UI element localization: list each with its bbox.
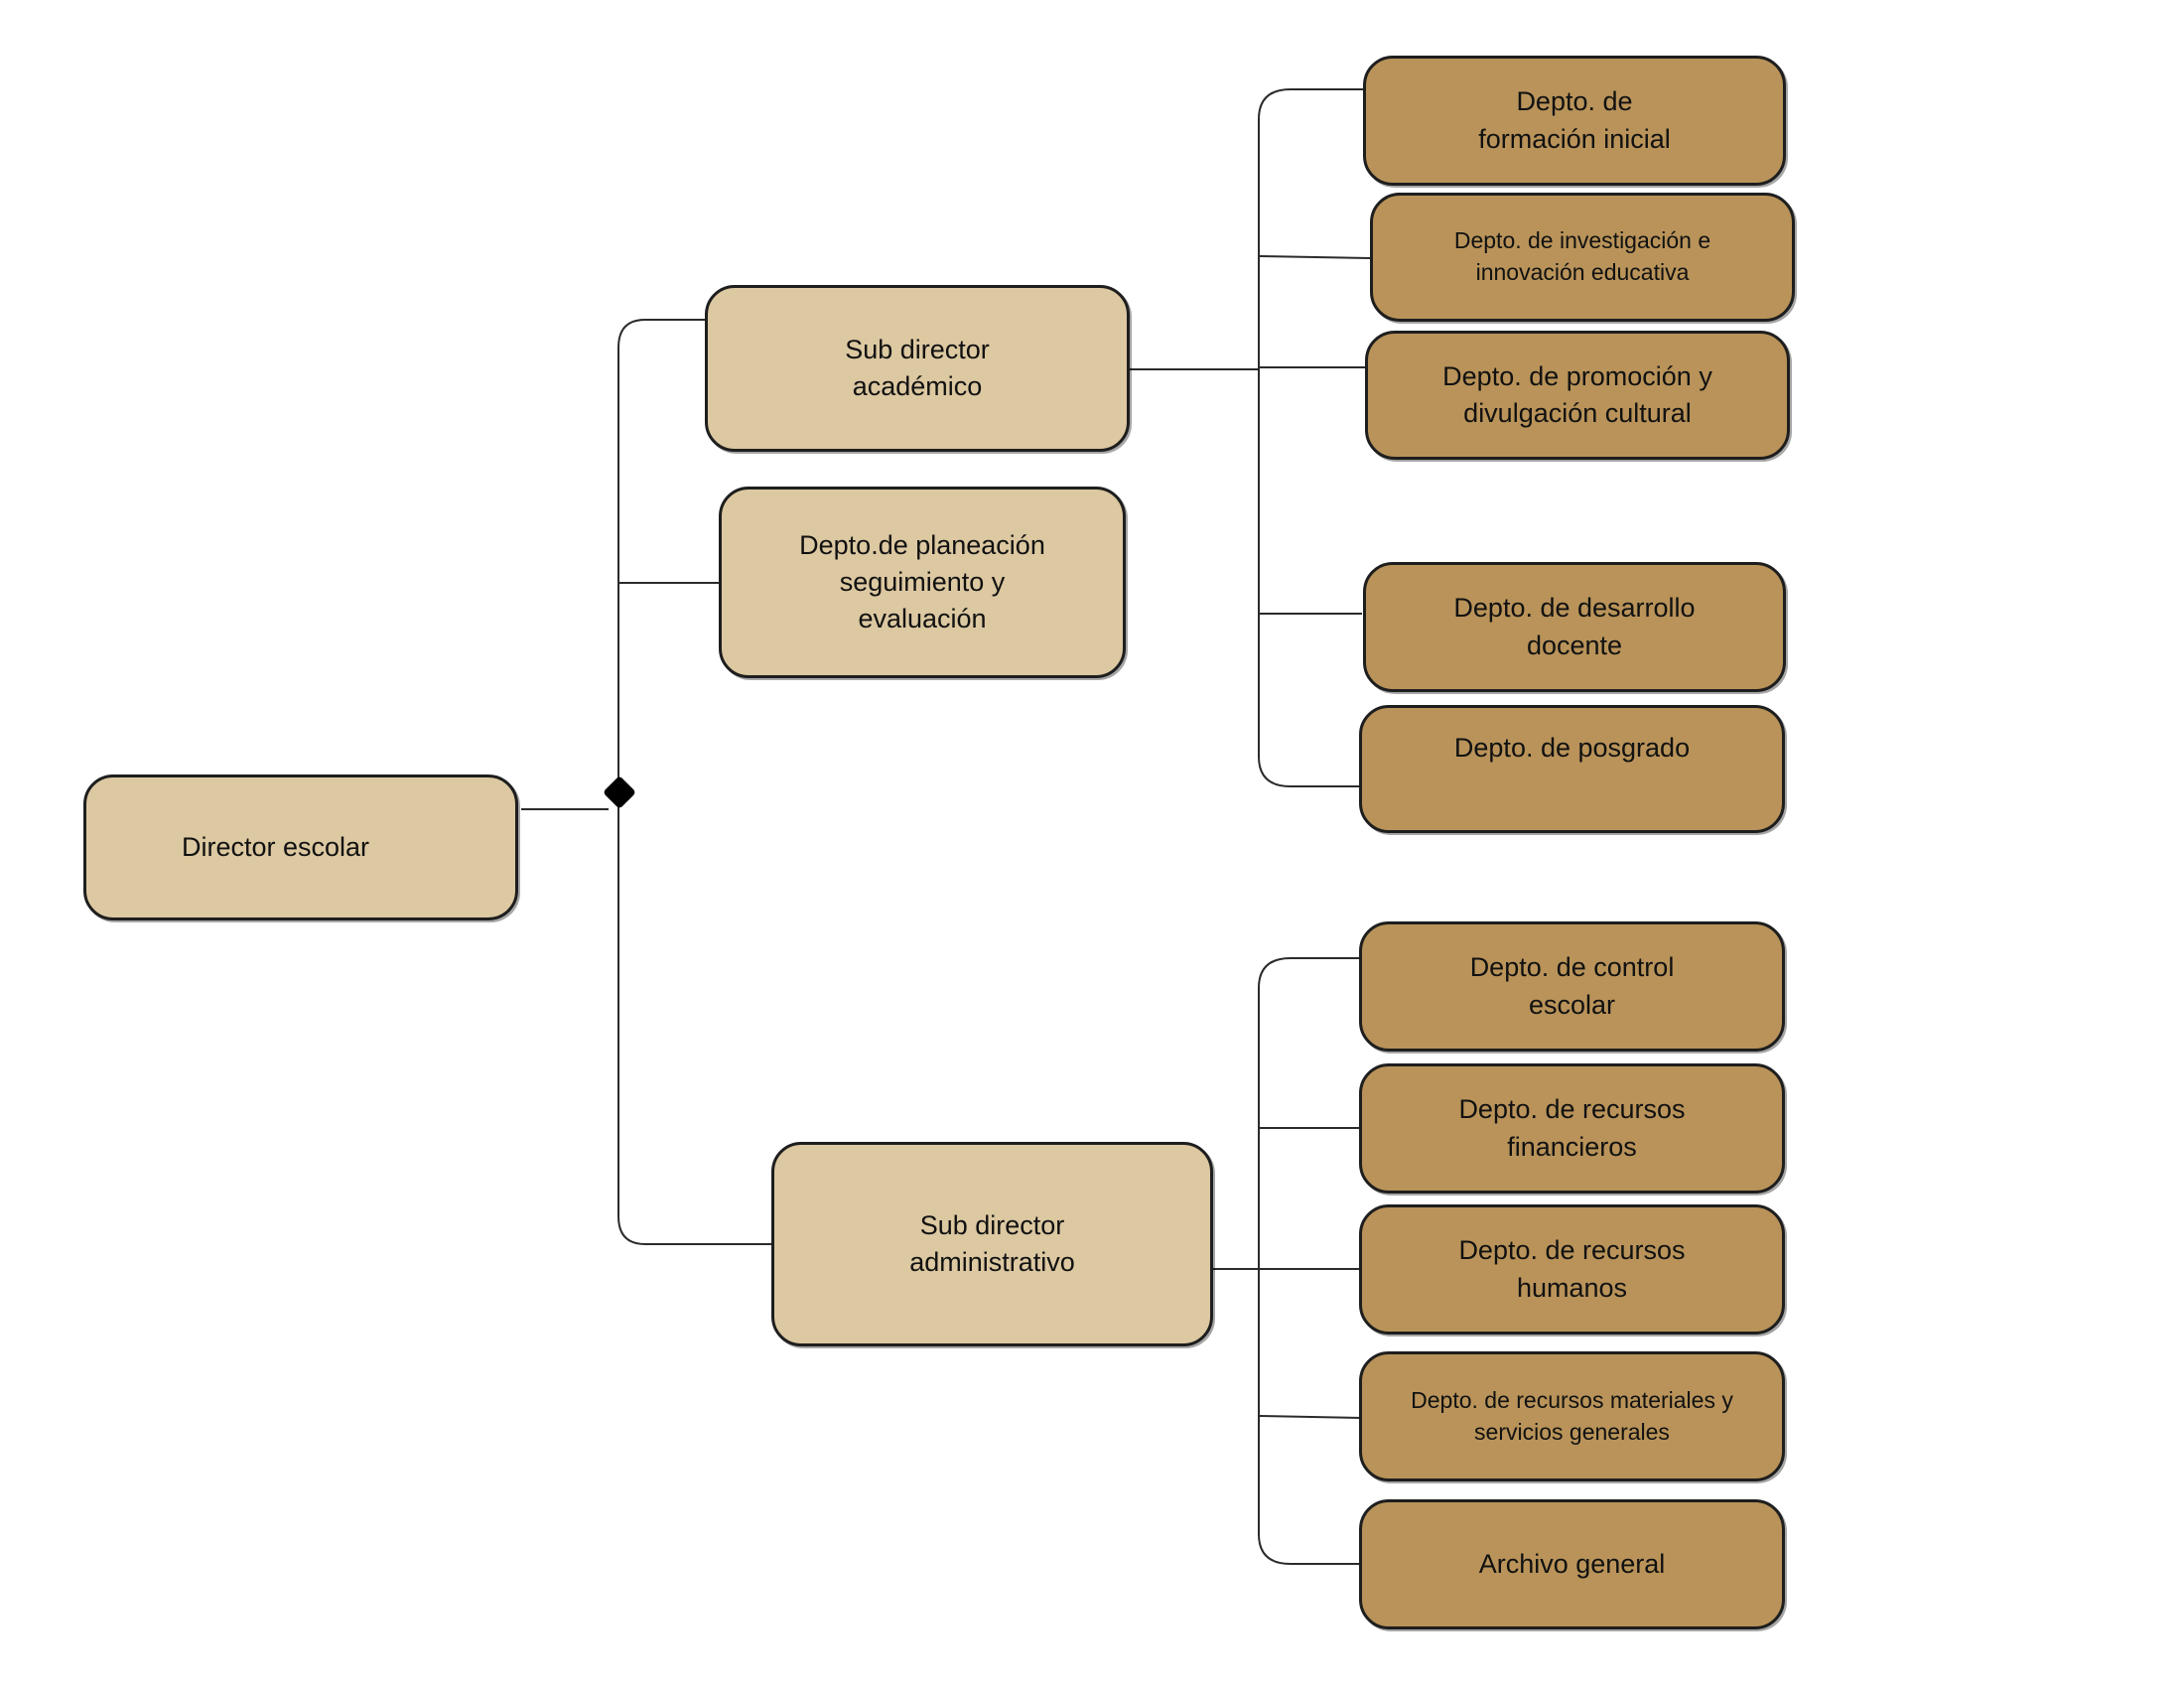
- node-label: Director escolar: [182, 831, 370, 862]
- node-label: Depto. de promoción y divulgación cultur…: [1442, 360, 1712, 428]
- node-archivo-general: Archivo general: [1359, 1499, 1785, 1629]
- connector-to-investigacion: [1258, 255, 1371, 259]
- node-depto-investigacion: Depto. de investigación e innovación edu…: [1370, 193, 1795, 322]
- node-depto-posgrado: Depto. de posgrado: [1359, 705, 1785, 833]
- node-label: Depto. de recursos financieros: [1458, 1094, 1686, 1162]
- node-depto-promocion: Depto. de promoción y divulgación cultur…: [1365, 331, 1790, 460]
- node-sub-director-academico: Sub director académico: [705, 285, 1130, 452]
- node-label: Depto. de investigación e innovación edu…: [1453, 227, 1711, 285]
- node-depto-control-escolar: Depto. de control escolar: [1359, 921, 1785, 1052]
- node-director-escolar: Director escolar: [83, 774, 518, 920]
- hub-diamond-icon: [604, 776, 635, 808]
- node-depto-formacion-inicial: Depto. de formación inicial: [1363, 56, 1786, 186]
- connector-administrativo-bus: [1258, 957, 1362, 1565]
- node-label: Depto. de desarrollo docente: [1453, 593, 1696, 660]
- node-depto-desarrollo-docente: Depto. de desarrollo docente: [1363, 562, 1786, 692]
- connector-academico-bus: [1258, 88, 1365, 787]
- node-label: Depto. de recursos materiales y servicio…: [1411, 1386, 1733, 1445]
- node-label: Depto. de formación inicial: [1478, 86, 1671, 154]
- node-label: Archivo general: [1478, 1548, 1666, 1579]
- node-label: Depto. de control escolar: [1469, 952, 1675, 1020]
- node-depto-planeacion: Depto.de planeación seguimiento y evalua…: [719, 487, 1126, 678]
- node-sub-director-administrativo: Sub director administrativo: [771, 1142, 1213, 1346]
- node-depto-recursos-materiales: Depto. de recursos materiales y servicio…: [1359, 1351, 1785, 1481]
- connector-to-recursos-materiales: [1258, 1415, 1363, 1419]
- node-label: Depto. de posgrado: [1453, 733, 1691, 763]
- node-label: Sub director administrativo: [909, 1209, 1075, 1277]
- connector-main-trunk: [617, 319, 772, 1245]
- node-label: Depto.de planeación seguimiento y evalua…: [799, 529, 1045, 634]
- node-label: Sub director académico: [845, 334, 990, 401]
- node-depto-recursos-humanos: Depto. de recursos humanos: [1359, 1204, 1785, 1335]
- node-depto-recursos-financieros: Depto. de recursos financieros: [1359, 1063, 1785, 1194]
- node-label: Depto. de recursos humanos: [1458, 1235, 1686, 1303]
